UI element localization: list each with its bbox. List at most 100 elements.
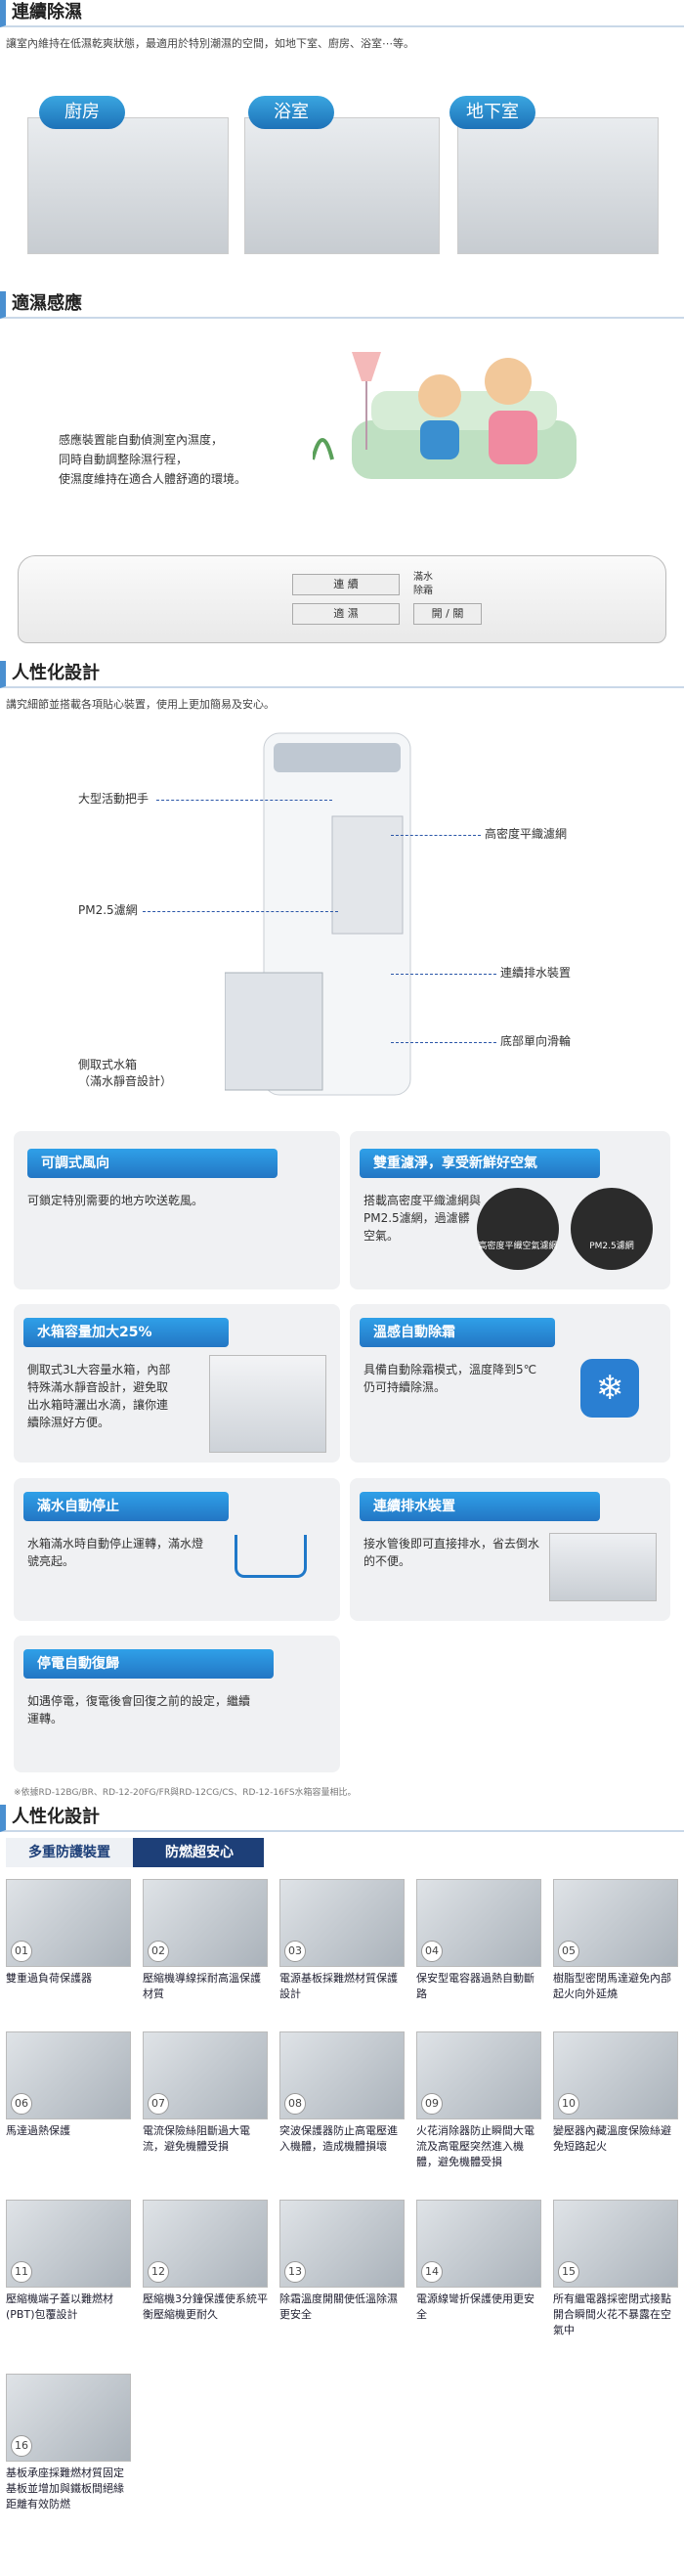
full-water-icon	[235, 1535, 307, 1578]
safety-item-photo: 11	[6, 2200, 131, 2288]
safety-item-number: 05	[558, 1941, 579, 1962]
safety-item-caption: 樹脂型密閉馬達避免內部起火向外延燒	[553, 1972, 671, 2000]
safety-item-photo: 01	[6, 1879, 131, 1967]
safety-item: 02 壓縮機導線採耐高溫保護材質	[143, 1879, 268, 2002]
safety-item-photo: 12	[143, 2200, 268, 2288]
power-toggle[interactable]: 開 / 關	[413, 603, 482, 625]
dense-filter-badge: 高密度平織空氣濾網	[477, 1188, 559, 1270]
safety-item-number: 07	[148, 2093, 169, 2115]
safety-item: 01 雙重過負荷保護器	[6, 1879, 131, 1987]
safety-item: 05 樹脂型密閉馬達避免內部起火向外延燒	[553, 1879, 678, 2002]
section-title: 人性化設計	[12, 663, 100, 683]
humidity-button[interactable]: 適 濕	[292, 603, 400, 625]
callout-line	[391, 1042, 496, 1043]
safety-item-number: 09	[421, 2093, 443, 2115]
section-title: 適濕感應	[12, 293, 82, 314]
control-panel: 連 續 適 濕 滿水 除霜 開 / 關	[18, 555, 666, 643]
safety-item-caption: 基板承座採難燃材質固定基板並增加與鐵板間絕緣距離有效防燃	[6, 2467, 124, 2511]
feature-card: 可調式風向 可鎖定特別需要的地方吹送乾風。	[14, 1131, 340, 1289]
feature-text: 水箱滿水時自動停止運轉，滿水燈號亮起。	[27, 1537, 204, 1568]
safety-item-photo: 16	[6, 2374, 131, 2462]
safety-item-caption: 除霜溫度開關使低溫除濕更安全	[279, 2292, 398, 2321]
callout-line	[391, 835, 481, 836]
safety-item: 13 除霜溫度開關使低溫除濕更安全	[279, 2200, 405, 2323]
feature-title: 可調式風向	[27, 1149, 278, 1178]
safety-item-caption: 火花消除器防止瞬間大電流及高電壓突然進入機體，避免機體受損	[416, 2124, 534, 2168]
safety-item-photo: 07	[143, 2031, 268, 2119]
callout-water-tank-note: （滿水靜音設計）	[78, 1074, 173, 1088]
safety-item-photo: 06	[6, 2031, 131, 2119]
basement-photo	[457, 117, 659, 254]
section-header-continuous: 連續除濕	[0, 0, 684, 27]
safety-item-photo: 08	[279, 2031, 405, 2119]
full-water-indicator: 滿水	[413, 572, 433, 583]
feature-title: 滿水自動停止	[23, 1492, 229, 1521]
safety-item: 16 基板承座採難燃材質固定基板並增加與鐵板間絕緣距離有效防燃	[6, 2374, 131, 2512]
safety-item: 14 電源線彎折保護使用更安全	[416, 2200, 541, 2323]
safety-item-caption: 壓縮機導線採耐高溫保護材質	[143, 1972, 261, 2000]
feature-title: 連續排水裝置	[360, 1492, 600, 1521]
safety-item-caption: 電源線彎折保護使用更安全	[416, 2292, 534, 2321]
feature-text: 如遇停電，復電後會回復之前的設定，繼續運轉。	[27, 1694, 251, 1725]
feature-card: 雙重濾淨，享受新鮮好空氣 搭載高密度平織濾網與PM2.5濾網，過濾髒空氣。 高密…	[350, 1131, 670, 1289]
safety-item-caption: 馬達過熱保護	[6, 2124, 70, 2137]
safety-item-number: 13	[284, 2261, 306, 2283]
desc-line: 感應裝置能自動偵測室內濕度，	[59, 433, 224, 447]
feature-title: 停電自動復歸	[23, 1649, 274, 1679]
callout-line	[391, 974, 496, 975]
safety-item-caption: 壓縮機端子蓋以難燃材(PBT)包覆設計	[6, 2292, 113, 2321]
callout-line	[156, 800, 332, 801]
bathroom-tag: 浴室	[248, 96, 334, 129]
safety-item-photo: 14	[416, 2200, 541, 2288]
desc-line: 使濕度維持在適合人體舒適的環境。	[59, 472, 247, 486]
safety-item-photo: 10	[553, 2031, 678, 2119]
safety-tabs: 多重防護裝置 防燃超安心	[6, 1838, 264, 1867]
section-title: 連續除濕	[12, 2, 82, 22]
safety-item-number: 02	[148, 1941, 169, 1962]
feature-card: 滿水自動停止 水箱滿水時自動停止運轉，滿水燈號亮起。	[14, 1478, 340, 1621]
feature-text: 具備自動除霜模式，溫度降到5℃仍可持續除濕。	[363, 1363, 537, 1394]
safety-item: 10 變壓器內藏溫度保險絲避免短路起火	[553, 2031, 678, 2155]
safety-item-caption: 變壓器內藏溫度保險絲避免短路起火	[553, 2124, 671, 2153]
tab-flame-safe[interactable]: 防燃超安心	[165, 1845, 234, 1860]
safety-item-photo: 03	[279, 1879, 405, 1967]
safety-item-caption: 保安型電容器過熱自動斷路	[416, 1972, 534, 2000]
kitchen-photo	[27, 117, 229, 254]
safety-item-number: 12	[148, 2261, 169, 2283]
safety-item-number: 03	[284, 1941, 306, 1962]
safety-item: 11 壓縮機端子蓋以難燃材(PBT)包覆設計	[6, 2200, 131, 2323]
safety-item-photo: 04	[416, 1879, 541, 1967]
safety-item: 12 壓縮機3分鐘保護使系統平衡壓縮機更耐久	[143, 2200, 268, 2323]
pm25-filter-badge: PM2.5濾網	[571, 1188, 653, 1270]
feature-title: 溫感自動除霜	[360, 1318, 555, 1347]
safety-item-number: 10	[558, 2093, 579, 2115]
water-tank-image	[209, 1355, 326, 1453]
tab-protection[interactable]: 多重防護裝置	[6, 1838, 133, 1867]
callout-handle: 大型活動把手	[78, 792, 150, 806]
safety-item-caption: 雙重過負荷保護器	[6, 1972, 92, 1985]
humidity-desc: 感應裝置能自動偵測室內濕度， 同時自動調整除濕行程， 使濕度維持在適合人體舒適的…	[59, 430, 246, 489]
safety-item-number: 08	[284, 2093, 306, 2115]
safety-item-caption: 壓縮機3分鐘保護使系統平衡壓縮機更耐久	[143, 2292, 268, 2321]
bathroom-photo	[244, 117, 440, 254]
feature-title: 雙重濾淨，享受新鮮好空氣	[360, 1149, 600, 1178]
safety-item-number: 11	[11, 2261, 32, 2283]
feature-card: 連續排水裝置 接水管後即可直接排水，省去倒水的不便。	[350, 1478, 670, 1621]
safety-item: 04 保安型電容器過熱自動斷路	[416, 1879, 541, 2002]
family-sofa-illustration	[311, 342, 586, 499]
safety-item-number: 16	[11, 2435, 32, 2457]
safety-item-photo: 05	[553, 1879, 678, 1967]
safety-item-number: 14	[421, 2261, 443, 2283]
callout-pm25-filter: PM2.5濾網	[78, 903, 138, 917]
section-intro: 讓室內維持在低濕乾爽狀態，最適用於特別潮濕的空間，如地下室、廚房、浴室⋯等。	[6, 37, 414, 50]
feature-title: 水箱容量加大25%	[23, 1318, 229, 1347]
feature-text: 側取式3L大容量水箱，內部特殊滿水靜音設計，避免取出水箱時灑出水滴，讓你連續除濕…	[27, 1363, 171, 1429]
safety-item-photo: 09	[416, 2031, 541, 2119]
callout-water-tank: 側取式水箱	[78, 1058, 138, 1071]
safety-item-number: 01	[11, 1941, 32, 1962]
continuous-button[interactable]: 連 續	[292, 574, 400, 595]
feature-card: 水箱容量加大25% 側取式3L大容量水箱，內部特殊滿水靜音設計，避免取出水箱時灑…	[14, 1304, 340, 1463]
